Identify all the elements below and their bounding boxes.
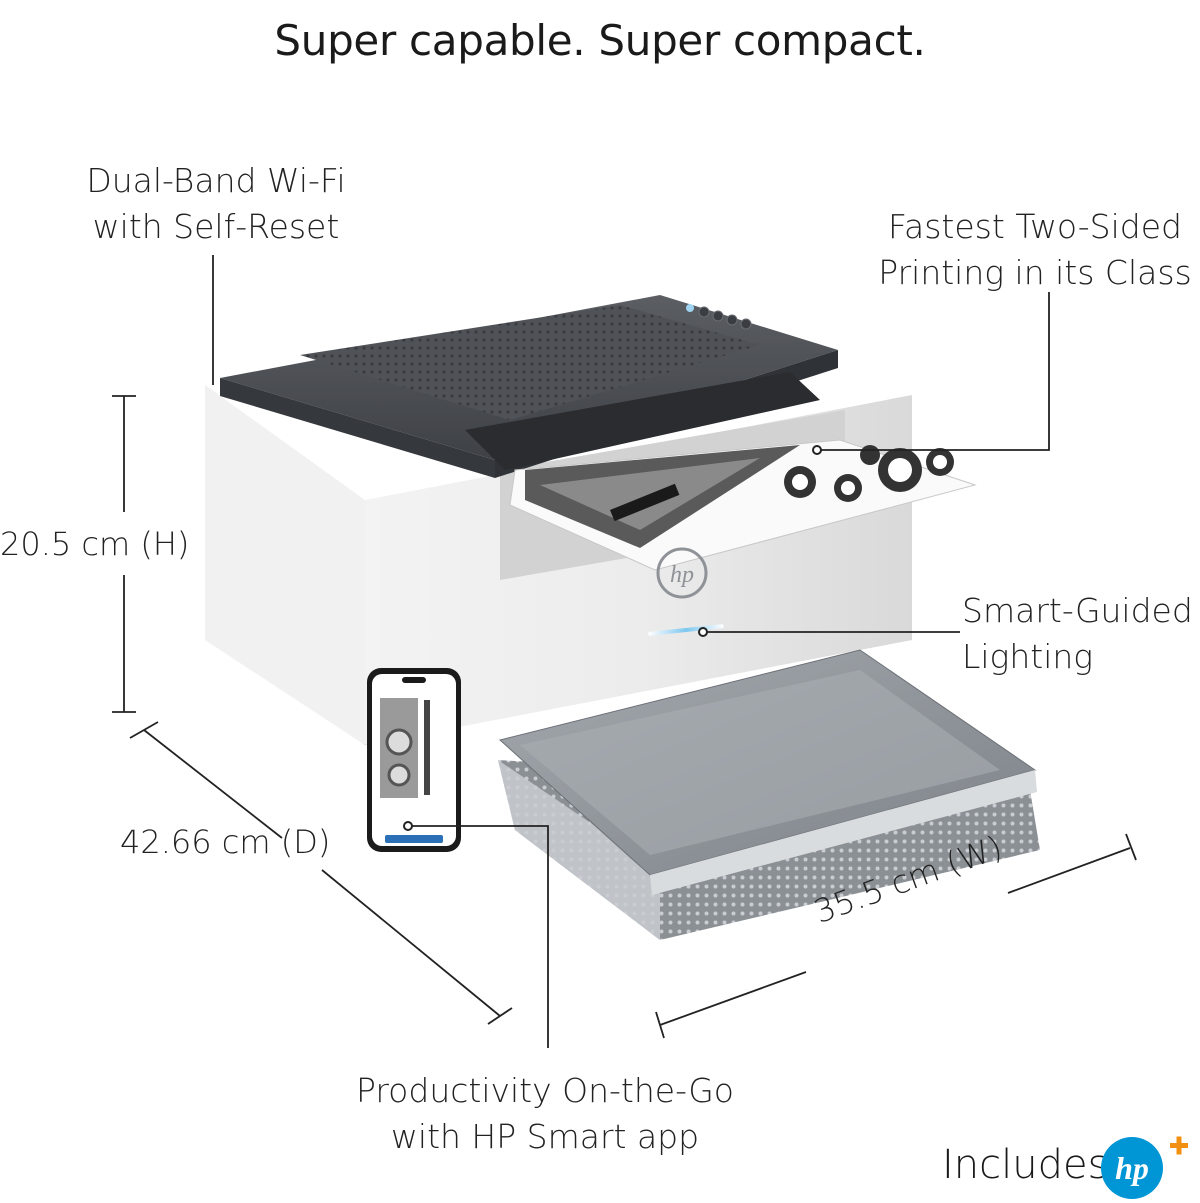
dimension-height: 20.5 cm (H) [0,525,190,563]
callout-wifi: Dual-Band Wi-Fi with Self-Reset [40,158,392,250]
svg-text:hp: hp [670,562,694,588]
callout-duplex-line1: Fastest Two-Sided [888,207,1182,246]
callout-lighting: Smart-Guided Lighting [962,588,1200,680]
callout-lighting-line2: Lighting [962,637,1094,676]
printer-image: hp [205,295,1040,940]
dimension-lines [112,395,1137,1039]
hp-plus-logo: hp [1101,1136,1188,1199]
svg-text:hp: hp [1115,1150,1149,1186]
callout-leaders [212,255,1050,1048]
headline: Super capable. Super compact. [274,16,926,65]
callout-mobile-line1: Productivity On-the-Go [356,1071,734,1110]
dimension-depth: 42.66 cm (D) [120,823,331,861]
callout-duplex: Fastest Two-Sided Printing in its Class [870,204,1200,296]
callout-mobile: Productivity On-the-Go with HP Smart app [330,1068,760,1160]
callout-wifi-line1: Dual-Band Wi-Fi [86,161,346,200]
callout-duplex-line2: Printing in its Class [878,253,1192,292]
callout-mobile-line2: with HP Smart app [390,1117,700,1156]
callout-lighting-line1: Smart-Guided [962,591,1193,630]
includes-text: Includes [942,1142,1109,1188]
callout-wifi-line2: with Self-Reset [92,207,340,246]
phone-image [367,668,461,852]
